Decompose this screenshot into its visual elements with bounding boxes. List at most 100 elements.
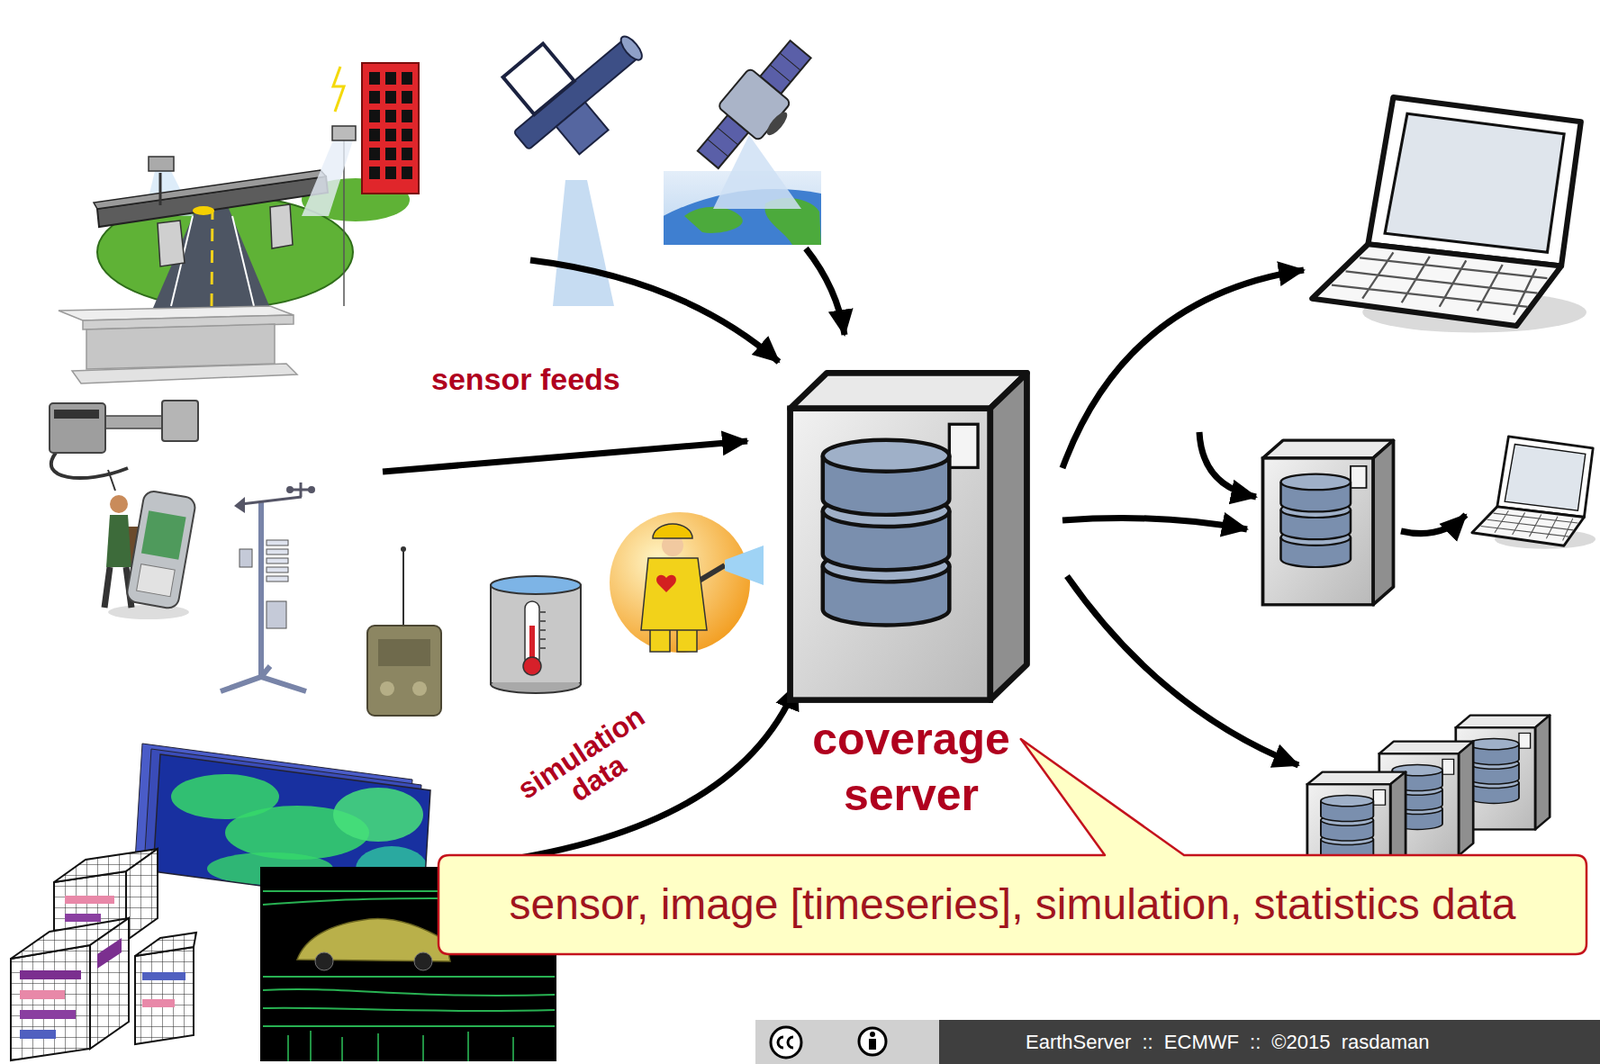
footer-bar — [755, 1020, 940, 1064]
field-worker-device — [108, 605, 190, 620]
traffic-camera-scene — [157, 220, 185, 267]
footer-bar — [868, 1039, 877, 1050]
arrow-label: sensor feeds — [431, 361, 621, 398]
flow-arrows — [1062, 518, 1248, 530]
earth-observation-satellite — [707, 53, 801, 157]
callout-box: sensor, image [timeseries], simulation, … — [438, 855, 1587, 955]
water-tank-thermometer — [491, 585, 580, 683]
traffic-camera-scene — [333, 66, 344, 112]
traffic-camera-scene — [93, 63, 419, 308]
footer-bar — [777, 1037, 794, 1049]
steel-beam — [58, 306, 298, 384]
weather-station — [266, 549, 289, 555]
simulation-field-image — [333, 787, 424, 842]
traffic-camera-scene — [369, 109, 380, 123]
buoy-sensor — [367, 625, 442, 716]
traffic-camera-scene — [270, 204, 293, 249]
traffic-camera-scene — [332, 126, 356, 141]
traffic-camera-scene — [369, 166, 380, 180]
water-tank-thermometer — [523, 657, 542, 676]
central-server-icon — [790, 372, 1028, 700]
steel-beam — [72, 363, 298, 384]
water-tank-thermometer — [540, 612, 546, 649]
field-worker-device — [106, 515, 132, 568]
grid-cubes — [64, 895, 115, 904]
grid-cubes — [10, 849, 197, 1061]
buoy-sensor — [379, 681, 395, 697]
earth-observation-satellite — [717, 67, 792, 141]
traffic-camera-scene — [385, 128, 397, 142]
footer-bar — [869, 1031, 876, 1038]
field-worker-device — [109, 495, 128, 514]
weather-station — [241, 497, 302, 505]
grid-cubes — [142, 999, 175, 1008]
satellite-with-beam — [556, 102, 609, 155]
traffic-camera-scene — [385, 147, 397, 161]
node-text: coverage server — [776, 711, 1047, 823]
field-worker-device — [108, 470, 116, 491]
laser-displacement-sensor — [49, 403, 106, 453]
weather-station — [266, 601, 287, 629]
traffic-camera-scene — [401, 166, 413, 180]
weather-station — [239, 549, 253, 568]
traffic-camera-scene — [401, 90, 413, 104]
weather-station — [258, 502, 264, 680]
wind-tunnel-image — [288, 1030, 514, 1062]
laser-displacement-sensor — [162, 400, 199, 442]
earth-observation-satellite — [684, 207, 743, 234]
weather-station — [220, 666, 307, 692]
grid-cubes — [135, 932, 197, 957]
wind-tunnel-image — [414, 952, 433, 971]
earth-observation-satellite — [687, 32, 828, 183]
satellite-with-beam — [617, 33, 646, 64]
grid-cubes — [19, 990, 65, 1000]
client-laptop — [1311, 97, 1587, 333]
weather-station — [266, 567, 289, 573]
weather-station — [266, 558, 289, 564]
grid-cubes — [97, 938, 122, 969]
earth-observation-satellite — [763, 108, 791, 138]
central-server-icon — [790, 372, 1028, 700]
weather-station — [266, 576, 289, 582]
flow-arrows — [490, 684, 797, 863]
buoy-sensor — [400, 546, 407, 552]
grid-cubes — [10, 945, 91, 1061]
weather-station — [220, 482, 316, 692]
water-tank-thermometer — [490, 576, 581, 694]
traffic-camera-scene — [401, 72, 413, 85]
traffic-camera-scene — [369, 90, 380, 104]
traffic-camera-scene — [211, 207, 213, 307]
grid-cubes — [90, 918, 129, 1049]
firefighter-sensor — [609, 512, 764, 653]
laser-displacement-sensor — [54, 409, 100, 419]
grid-cubes — [126, 849, 158, 941]
buoy-sensor — [402, 549, 405, 631]
arrow-label: simulation data — [513, 700, 668, 830]
satellite-with-beam — [482, 0, 668, 178]
footer-bar — [939, 1020, 1600, 1064]
grid-cubes — [19, 1010, 76, 1020]
traffic-camera-scene — [385, 72, 397, 85]
footer-bar — [755, 1020, 1600, 1064]
field-worker-device — [125, 489, 197, 610]
grid-cubes — [19, 1030, 56, 1040]
traffic-camera-scene — [361, 63, 419, 194]
buoy-sensor — [367, 546, 442, 716]
weather-station — [266, 540, 289, 546]
client-laptop-small — [1472, 436, 1596, 550]
steel-beam — [86, 324, 275, 370]
laser-displacement-sensor — [49, 400, 199, 479]
traffic-camera-scene — [93, 170, 326, 209]
satellite-with-beam — [503, 44, 575, 116]
traffic-camera-scene — [369, 128, 380, 142]
traffic-camera-scene — [401, 128, 413, 142]
traffic-camera-scene — [148, 156, 174, 172]
satellite-with-beam — [552, 180, 615, 307]
grid-cubes — [64, 913, 101, 923]
mirror-server — [1263, 440, 1394, 606]
firefighter-sensor — [652, 524, 693, 539]
firefighter-sensor — [609, 512, 751, 653]
wind-tunnel-image — [315, 952, 334, 971]
grid-cubes — [142, 972, 186, 981]
